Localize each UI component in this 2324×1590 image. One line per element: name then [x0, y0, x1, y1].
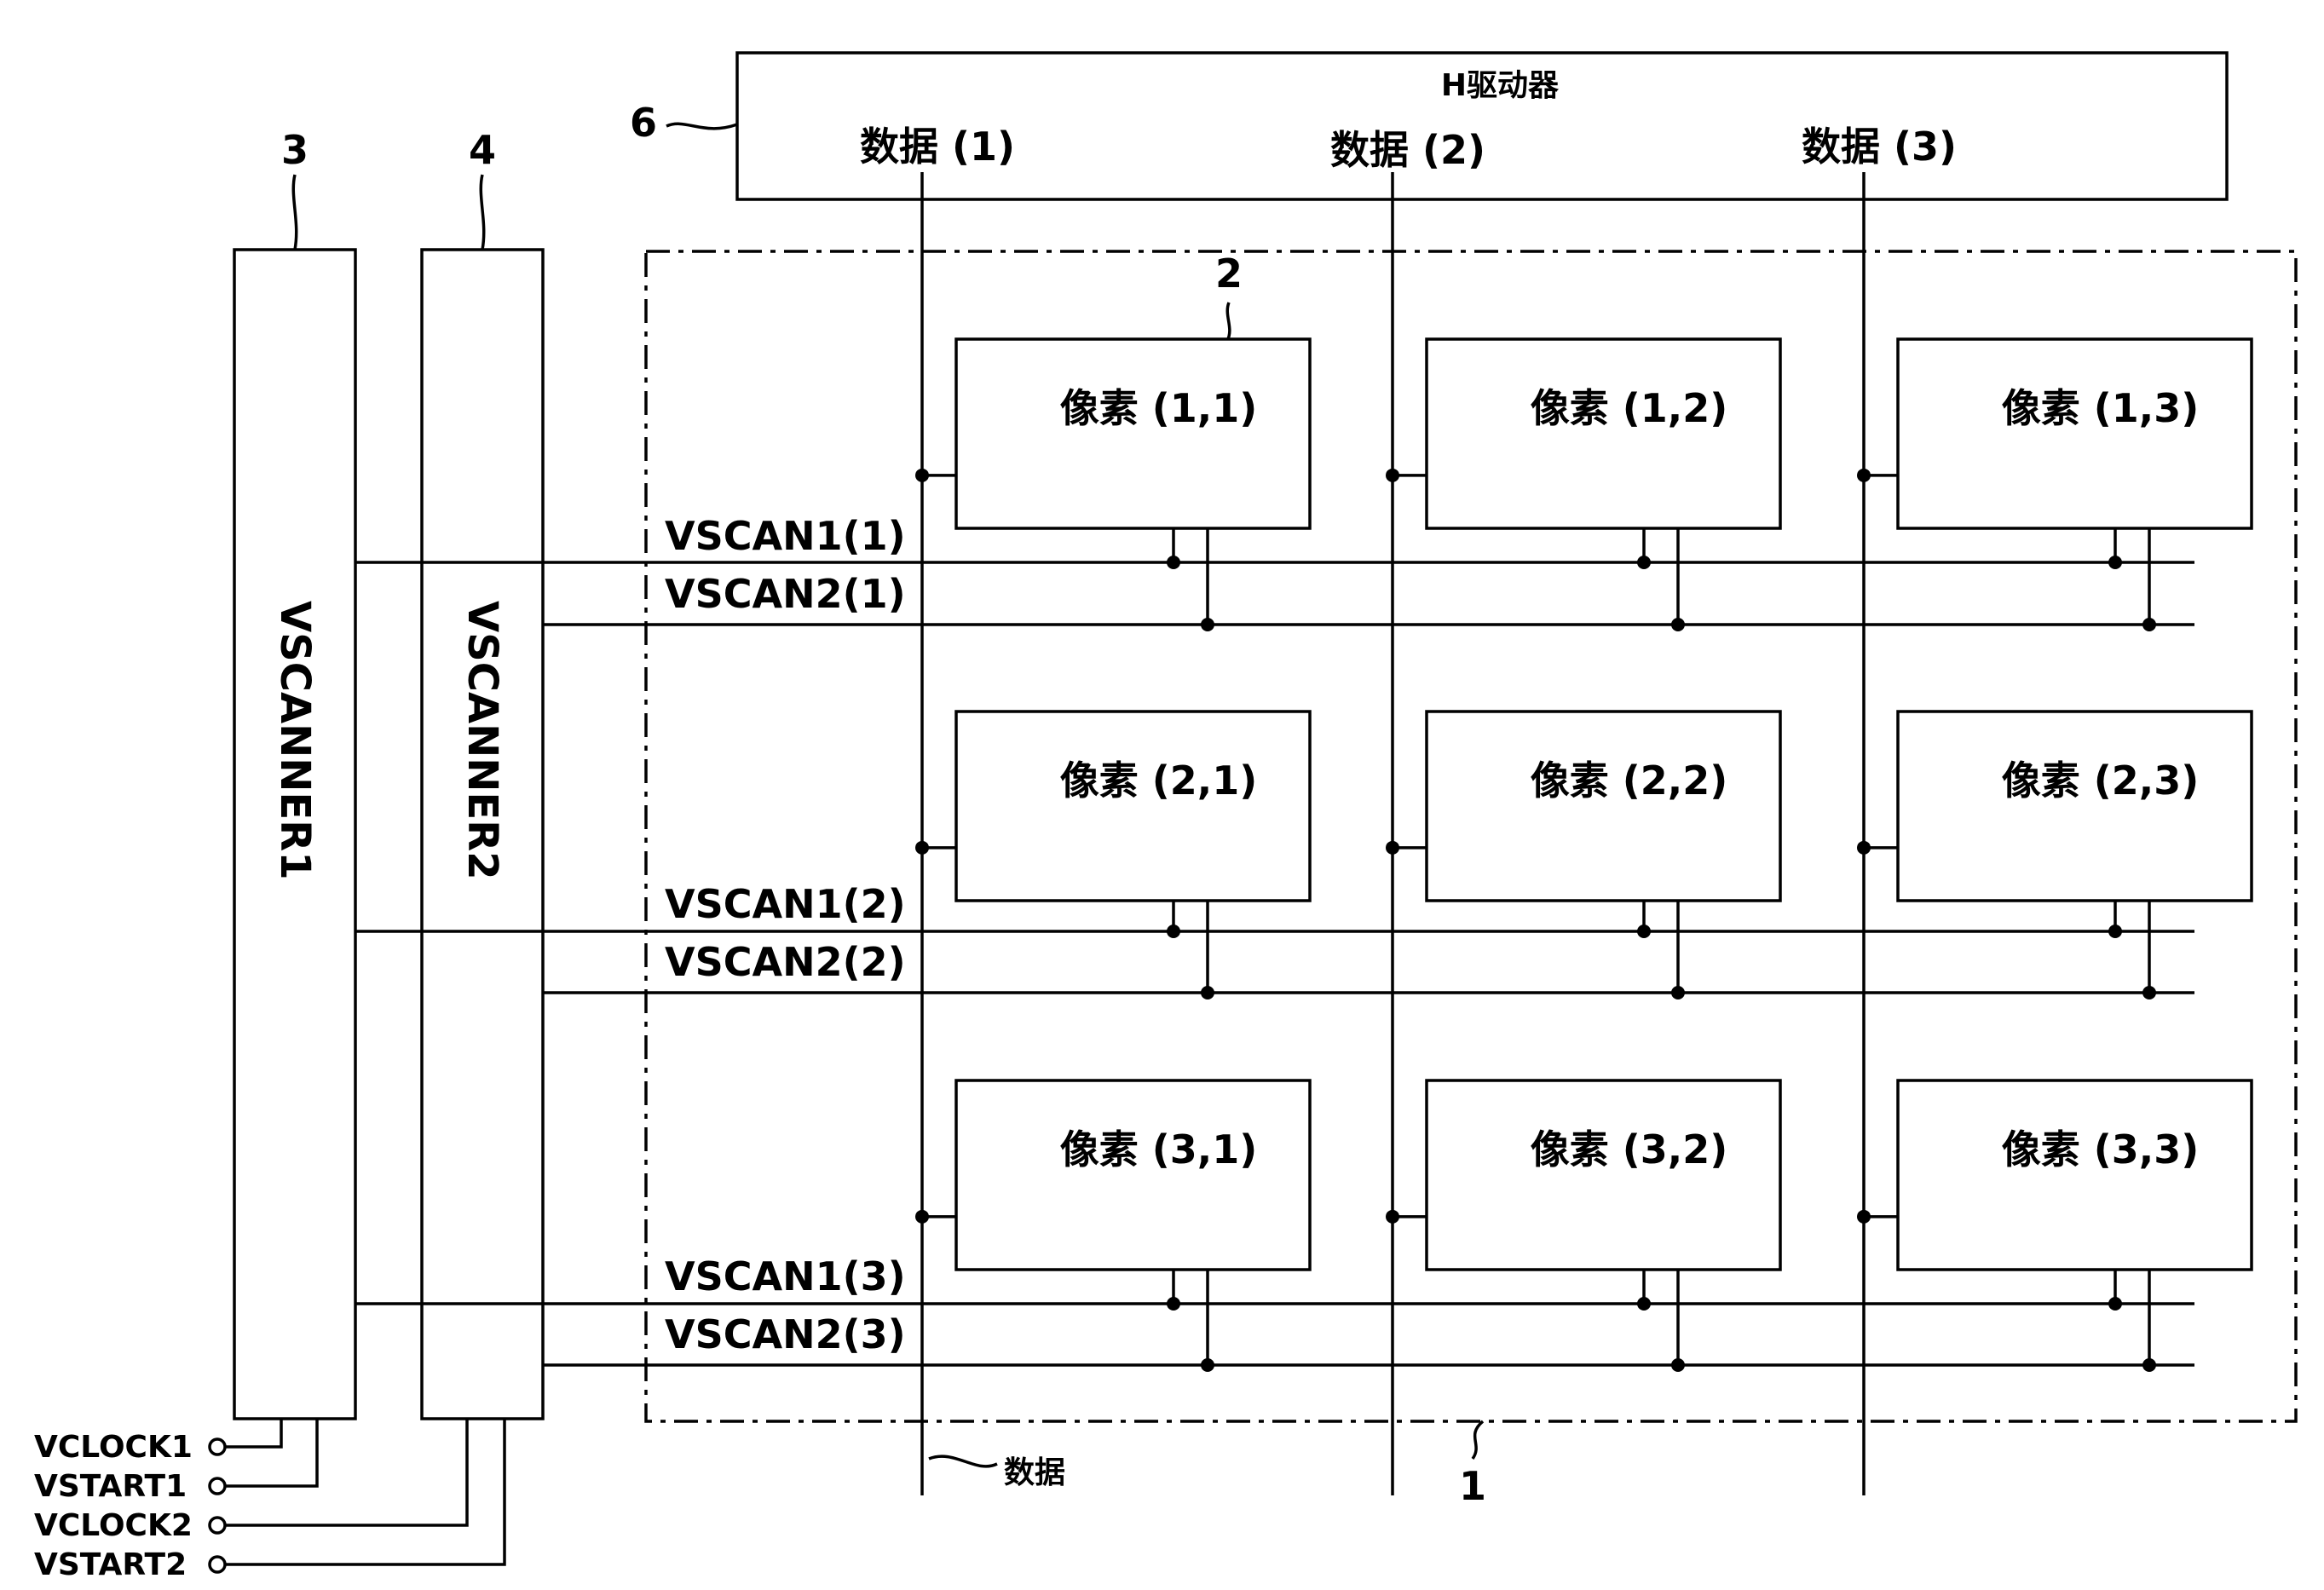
- data-junction-2-3: [1857, 840, 1871, 855]
- data-junction-1-3: [1857, 468, 1871, 482]
- data-label-2: 数据 (2): [1330, 127, 1485, 173]
- pixel-label-3-3: 像素 (3,3): [2002, 1126, 2200, 1172]
- scan1-junction-2-3: [2108, 925, 2122, 938]
- input-vstart2-label: VSTART2: [34, 1547, 187, 1582]
- h-driver-leader: [666, 122, 738, 130]
- vscanner2-label: VSCANNER2: [458, 601, 506, 880]
- input-wire-1: [225, 1419, 283, 1449]
- vscanner1-ref: 3: [281, 127, 309, 173]
- pixel-label-3-1: 像素 (3,1): [1060, 1126, 1258, 1172]
- data-junction-3-1: [915, 1209, 929, 1224]
- scan1-junction-3-2: [1637, 1297, 1651, 1311]
- scan2-junction-2-3: [2142, 986, 2156, 1000]
- vscanner1-box: [233, 248, 357, 1420]
- scan1-junction-2-1: [1167, 925, 1180, 938]
- pixel-ref: 2: [1215, 251, 1243, 297]
- pixel-box-2-2: [1425, 710, 1782, 902]
- scan1-junction-3-3: [2108, 1297, 2122, 1311]
- scan1-junction-3-1: [1167, 1297, 1180, 1311]
- input-wire-4: [225, 1419, 506, 1566]
- vscanner2-box: [420, 248, 545, 1420]
- h-driver-box: [735, 51, 2229, 201]
- input-vclock2-label: VCLOCK2: [34, 1508, 193, 1543]
- pixel-label-2-1: 像素 (2,1): [1060, 758, 1258, 804]
- vscan2-row1-label: VSCAN2(1): [665, 571, 906, 617]
- data-label-1: 数据 (1): [860, 124, 1015, 170]
- input-terminal-4: [208, 1555, 227, 1574]
- vscan2-row2-label: VSCAN2(2): [665, 939, 906, 985]
- scan2-junction-2-2: [1671, 986, 1685, 1000]
- vscanner2-ref: 4: [469, 127, 496, 173]
- input-wire-3: [225, 1419, 469, 1527]
- data-junction-2-2: [1386, 840, 1399, 855]
- pixel-box-3-2: [1425, 1079, 1782, 1271]
- array-ref: 1: [1459, 1463, 1486, 1509]
- data-junction-1-2: [1386, 468, 1399, 482]
- h-driver-ref: 6: [630, 100, 657, 146]
- vscanner2-leader: [479, 174, 486, 251]
- pixel-leader: [1225, 302, 1231, 342]
- h-driver-title: H驱动器: [1441, 68, 1560, 103]
- data-junction-3-2: [1386, 1209, 1399, 1224]
- pixel-label-1-3: 像素 (1,3): [2002, 385, 2200, 431]
- pixel-box-2-3: [1896, 710, 2253, 902]
- data-junction-3-3: [1857, 1209, 1871, 1224]
- input-vstart1-label: VSTART1: [34, 1469, 187, 1504]
- scan2-junction-2-1: [1201, 986, 1214, 1000]
- vscan1-row2-label: VSCAN1(2): [665, 881, 906, 927]
- scan2-junction-3-2: [1671, 1358, 1685, 1372]
- pixel-label-1-1: 像素 (1,1): [1060, 385, 1258, 431]
- pixel-label-1-2: 像素 (1,2): [1531, 385, 1728, 431]
- pixel-label-2-2: 像素 (2,2): [1531, 758, 1728, 804]
- pixel-cell-group: 像素 (1,1) 像素 (1,2) 像素 (1,3) 像素 (2,1) 像素 (2,2)…: [954, 337, 2253, 1271]
- scan2-junction-3-3: [2142, 1358, 2156, 1372]
- scan2-junction-1-2: [1671, 618, 1685, 631]
- scan2-junction-1-1: [1201, 618, 1214, 631]
- data-junction-1-1: [915, 468, 929, 482]
- data-bottom-leader: [928, 1455, 998, 1468]
- vscanner1-leader: [291, 174, 298, 251]
- wiring-group: [208, 172, 2194, 1574]
- scan1-junction-2-2: [1637, 925, 1651, 938]
- scan1-junction-1-3: [2108, 556, 2122, 569]
- pixel-box-1-2: [1425, 337, 1782, 530]
- pixel-box-1-3: [1896, 337, 2253, 530]
- input-terminal-3: [208, 1516, 227, 1535]
- data-bottom-label: 数据: [1004, 1455, 1065, 1490]
- pixel-label-3-2: 像素 (3,2): [1531, 1126, 1728, 1172]
- input-wire-2: [225, 1419, 319, 1488]
- scan2-junction-3-1: [1201, 1358, 1214, 1372]
- vscan2-row3-label: VSCAN2(3): [665, 1311, 906, 1357]
- pixel-box-2-1: [954, 710, 1312, 902]
- scan1-junction-1-1: [1167, 556, 1180, 569]
- scan1-junction-1-2: [1637, 556, 1651, 569]
- input-terminal-1: [208, 1437, 227, 1456]
- pixel-label-2-3: 像素 (2,3): [2002, 758, 2200, 804]
- vscan1-row3-label: VSCAN1(3): [665, 1253, 906, 1299]
- pixel-box-3-3: [1896, 1079, 2253, 1271]
- data-label-3: 数据 (3): [1802, 124, 1957, 170]
- array-leader: [1471, 1420, 1485, 1460]
- pixel-box-3-1: [954, 1079, 1312, 1271]
- scan2-junction-1-3: [2142, 618, 2156, 631]
- vscanner1-label: VSCANNER1: [271, 601, 319, 880]
- input-terminal-2: [208, 1477, 227, 1495]
- input-vclock1-label: VCLOCK1: [34, 1430, 193, 1465]
- vscan1-row1-label: VSCAN1(1): [665, 513, 906, 559]
- pixel-box-1-1: [954, 337, 1312, 530]
- data-junction-2-1: [915, 840, 929, 855]
- pixel-array-boundary: [644, 250, 2298, 1423]
